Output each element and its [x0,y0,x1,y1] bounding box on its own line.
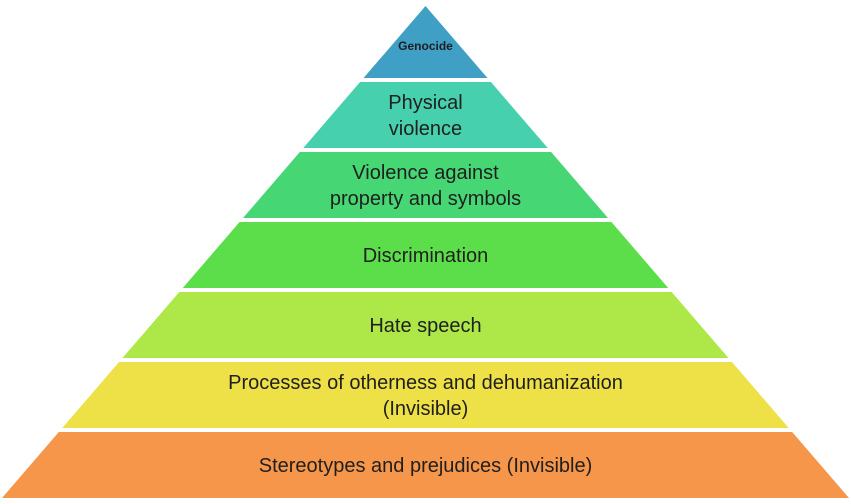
label-line: Genocide [398,39,453,53]
band-otherness-dehumanization [62,362,789,428]
band-physical-violence [303,82,548,148]
label-line: Physical [388,92,462,114]
label-physical-violence: Physical violence [388,92,462,140]
band-stereotypes-prejudices [2,432,849,498]
band-hate-speech [122,292,729,358]
label-line: Violence against [352,162,499,184]
label-line: property and symbols [330,188,521,210]
band-violence-against-property [243,152,608,218]
label-genocide: Genocide [398,39,453,53]
label-violence-against-property: Violence against property and symbols [330,162,521,210]
label-line: Hate speech [369,315,481,337]
label-line: Stereotypes and prejudices (Invisible) [259,455,593,477]
label-line: Discrimination [363,245,489,267]
label-line: violence [389,118,462,140]
label-line: (Invisible) [383,398,469,420]
label-hate-speech: Hate speech [369,315,481,337]
label-stereotypes-prejudices: Stereotypes and prejudices (Invisible) [259,455,593,477]
band-discrimination [182,222,669,288]
label-line: Processes of otherness and dehumanizatio… [228,372,623,394]
band-genocide [363,6,488,78]
label-otherness-dehumanization: Processes of otherness and dehumanizatio… [228,372,623,420]
pyramid-bands [2,6,849,498]
label-discrimination: Discrimination [363,245,489,267]
